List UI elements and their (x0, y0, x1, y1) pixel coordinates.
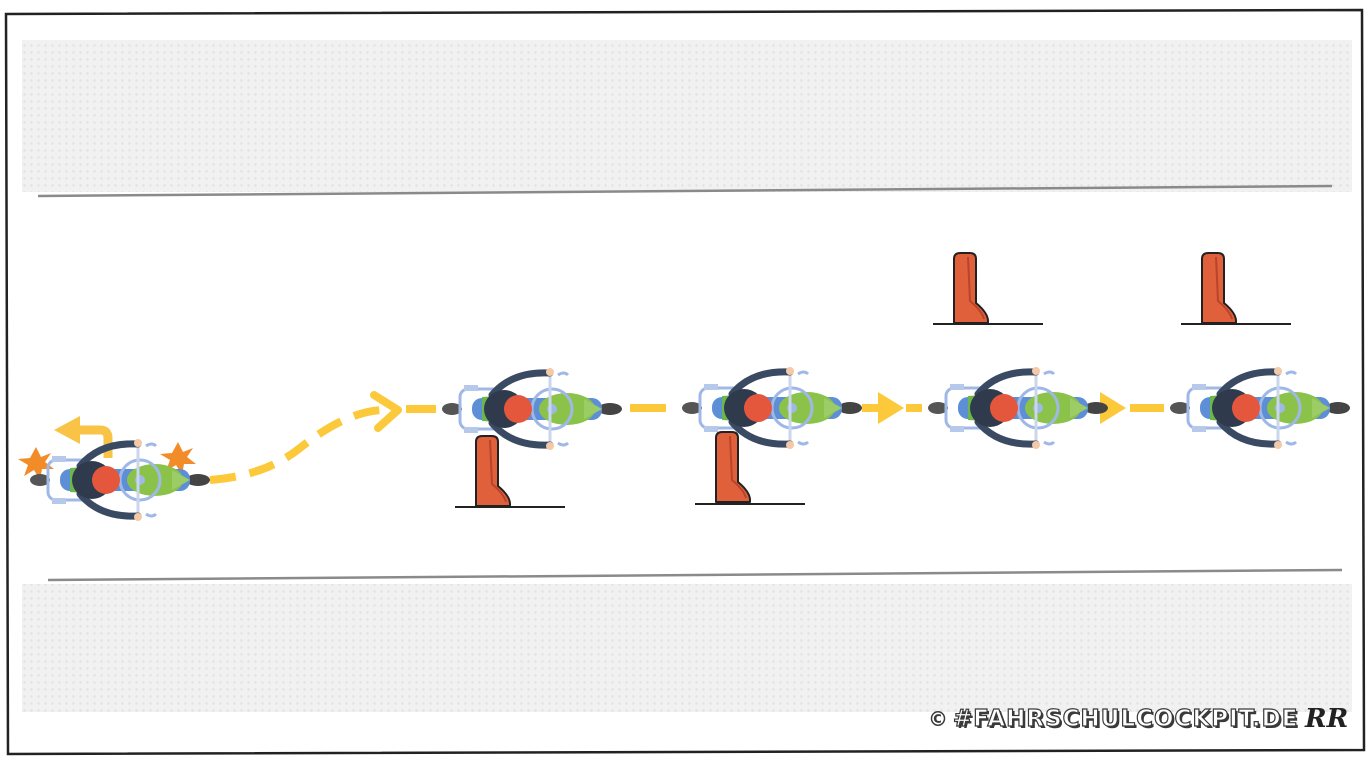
lower-edge-line (47, 568, 1343, 582)
motorcycle-rider-icon (1170, 367, 1350, 449)
frame-border (4, 8, 1366, 756)
straight-path (406, 392, 1164, 424)
artist-signature: RR (1305, 704, 1349, 734)
motorcycle-rider-icon (442, 368, 622, 450)
boot-icon (695, 431, 805, 505)
path-arrow-icon (878, 392, 904, 424)
motorcycle-rider-icon (928, 367, 1108, 449)
lower-road-edge (22, 568, 1352, 712)
boot-icon (455, 435, 565, 508)
watermark-text: #FAHRSCHULCOCKPIT.DE (952, 705, 1299, 732)
boot-icon (1181, 252, 1291, 325)
upper-road-edge (22, 40, 1352, 198)
watermark: ©#FAHRSCHULCOCKPIT.DE (928, 705, 1299, 732)
upper-edge-line (37, 184, 1333, 198)
motorcycle-rider-icon (682, 367, 862, 449)
path-arrow-icon (370, 391, 402, 432)
boot-icon (933, 252, 1043, 325)
motorcycle-rider-icon (30, 439, 210, 521)
path-arrow-icon (1100, 392, 1126, 424)
turn-left-arrow-icon (54, 416, 113, 458)
copyright-symbol: © (928, 707, 949, 731)
swerve-path (209, 406, 383, 484)
